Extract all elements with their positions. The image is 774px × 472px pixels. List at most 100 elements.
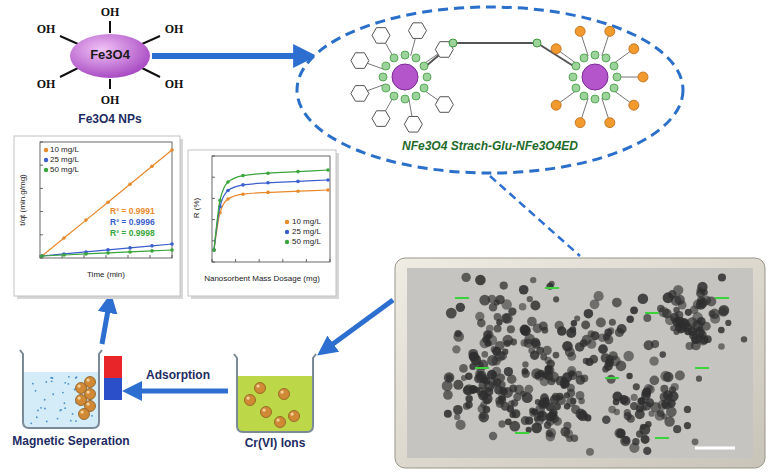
nanoparticle [576,391,585,400]
nanoparticle [446,375,453,382]
tick [172,255,173,258]
amine-group [575,26,585,36]
nanoparticle [498,420,505,427]
ion-dot [68,376,70,378]
data-point [128,182,132,186]
oxygen-atom [390,92,398,100]
particle-label: Fe3O4 [70,47,150,63]
tick [212,198,215,199]
ion-dot [52,377,54,379]
data-point [84,252,88,256]
amine-group [629,44,639,54]
data-line [42,250,172,256]
nanoparticle [612,298,622,308]
highlight [246,396,249,399]
nanoparticle [661,399,671,409]
nanoparticle [530,277,536,283]
nanoparticle [479,338,489,348]
oxygen-atom [580,54,588,62]
nanoparticle [741,336,747,342]
data-point [326,178,330,182]
nanosorbent-ball [76,383,87,394]
amine-group [605,26,615,36]
glucose-ring [351,53,369,69]
hydroxyl-label: OH [101,93,120,107]
data-point [241,183,245,187]
nanoparticle [632,438,639,445]
nanosorbent-ball [76,395,87,406]
legend-text: 10 mg/L [50,145,79,155]
nanoparticle [493,378,502,387]
highlight [290,412,293,415]
nanoparticle [631,394,638,401]
nanoparticle [596,317,606,327]
nanoparticle [464,384,475,395]
ion-dot [75,377,77,379]
data-point [226,180,230,184]
legend-marker [285,230,289,234]
legend-marker [44,168,48,172]
oxygen-atom [420,84,428,92]
ion-dot [30,422,32,424]
highlight [86,378,89,381]
nanoparticle [626,316,633,323]
beaker-magnetic: Magnetic Seperation [18,346,124,432]
nanoparticle [673,425,681,433]
nanosorbent-ball [245,395,256,406]
nanoparticle [495,295,504,304]
nanoparticle [511,399,518,406]
glucose-ring [372,28,390,44]
ion-dot [36,416,38,418]
oxygen-atom [572,62,580,70]
bond-line [109,79,111,89]
data-point [266,181,270,185]
nanoparticle [602,366,609,373]
data-point [40,254,44,258]
glucose-ring [372,111,390,127]
nanoparticle [594,291,604,301]
tick [84,255,85,258]
oxygen-atom [382,62,390,70]
nanoparticle [638,293,649,304]
nanoparticle [507,405,514,412]
oxygen-atom [449,39,457,47]
nanoparticle-sphere: Fe3O4Fe3O4 NPs [70,34,150,78]
fit-value: R² = 0.9996 [110,217,155,227]
data-point [296,170,300,174]
nanoparticle [568,370,575,377]
nanoparticle [675,370,685,380]
data-point [212,248,216,252]
nanoparticle [692,438,699,445]
nanoparticle [608,406,616,414]
nanoparticle [604,335,613,344]
nanoparticle [648,411,654,417]
data-point [296,189,300,193]
nanoparticle-sphere [70,34,150,78]
nanoparticle [491,372,498,379]
nanoparticle [496,400,504,408]
oxygen-atom [580,92,588,100]
nanoparticle [520,339,527,346]
ion-dot [51,377,53,379]
nanoparticle [528,347,535,354]
nanoparticle [587,339,597,349]
flow-arrow [322,300,393,352]
nanoparticle [526,427,532,433]
ion-dot [37,410,39,412]
beaker-glass [234,354,316,432]
nanoparticle [452,345,460,353]
nanoparticle [507,325,515,333]
liquid [23,372,99,428]
nanoparticle [481,351,488,358]
nanoparticle [510,338,517,345]
data-point [106,251,110,255]
nanoparticle [696,376,702,382]
hydroxyl-label: OH [165,22,184,36]
fit-value: R² = 0.9998 [110,228,155,238]
nanoparticle [664,416,674,426]
nanoparticle [553,352,560,359]
ion-dot [64,382,66,384]
nanoparticle [696,300,706,310]
amine-group [605,118,615,128]
oxygen-atom [420,62,428,70]
